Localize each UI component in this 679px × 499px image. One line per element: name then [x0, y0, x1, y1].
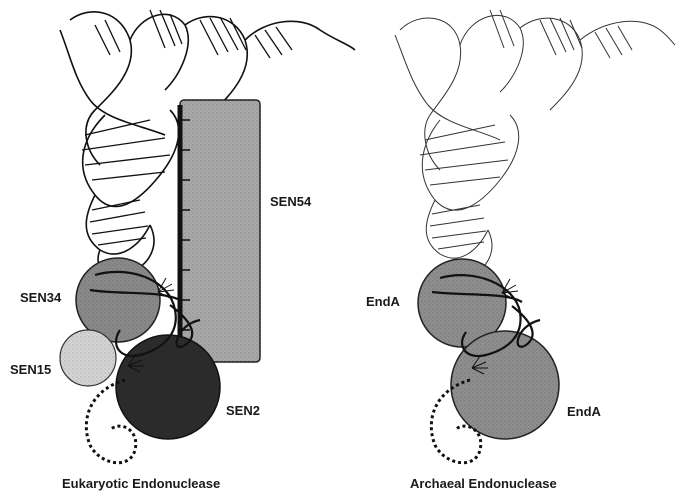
archaeal-trna: [395, 10, 675, 276]
sen2-subunit: [116, 335, 220, 439]
label-enda-upper: EndA: [366, 294, 401, 309]
archaeal-panel: EndA EndA Archaeal Endonuclease: [366, 10, 675, 491]
label-sen2: SEN2: [226, 403, 260, 418]
label-sen15: SEN15: [10, 362, 51, 377]
caption-archaeal: Archaeal Endonuclease: [410, 476, 557, 491]
label-enda-lower: EndA: [567, 404, 602, 419]
caption-eukaryotic: Eukaryotic Endonuclease: [62, 476, 220, 491]
label-sen34: SEN34: [20, 290, 62, 305]
label-sen54: SEN54: [270, 194, 312, 209]
eukaryotic-panel: SEN54 SEN34 SEN15 SEN2 Eukaryotic Endonu…: [10, 10, 355, 491]
